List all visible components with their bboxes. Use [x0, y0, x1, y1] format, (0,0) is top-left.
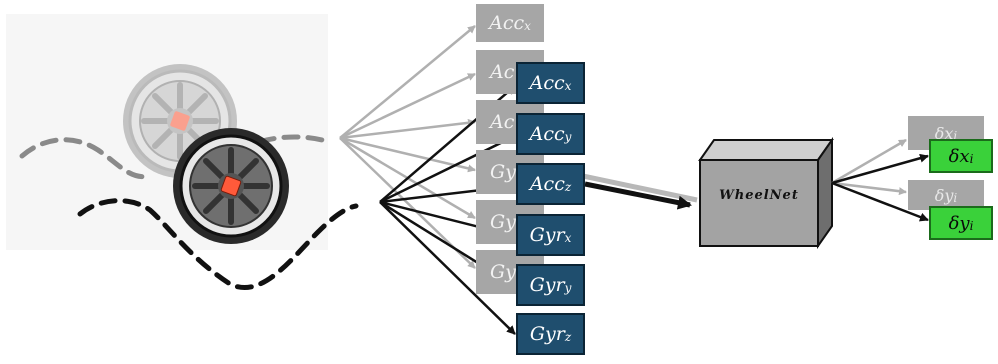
output-subscript: i	[969, 219, 974, 233]
input-label: Acc	[529, 123, 565, 145]
wheelnet-cube	[698, 136, 834, 250]
input-subscript: x	[524, 19, 531, 33]
input-subscript: y	[564, 281, 572, 295]
input-arrow	[584, 181, 692, 210]
input-label: Gy	[490, 211, 516, 233]
input-label: Acc	[489, 12, 525, 34]
input-subscript: z	[564, 330, 572, 344]
input-label: Ac	[490, 61, 515, 83]
input-subscript: x	[564, 231, 572, 245]
previous-trajectory-path	[19, 137, 153, 180]
wheel-icon	[173, 128, 289, 244]
input-label: Ac	[490, 111, 515, 133]
input-subscript: y	[564, 130, 572, 144]
wheel-icon	[123, 64, 237, 178]
output-subscript: i	[953, 191, 958, 205]
output-label: δx	[948, 145, 970, 167]
input-label: Gyr	[529, 323, 565, 345]
output-label: δy	[948, 212, 970, 234]
previous-arrows	[339, 25, 476, 269]
input-subscript: x	[564, 79, 572, 93]
output-label: δy	[934, 185, 954, 205]
input-label: Gy	[490, 161, 516, 183]
output-arrows	[831, 138, 929, 222]
input-label: Acc	[529, 72, 565, 94]
output-label: δx	[934, 123, 954, 143]
current-trajectory-path	[77, 198, 359, 291]
input-label: Gyr	[529, 274, 565, 296]
input-label: Gyr	[529, 224, 565, 246]
input-label: Gy	[490, 261, 516, 283]
input-label: Acc	[529, 173, 565, 195]
output-subscript: i	[953, 129, 958, 143]
wheelnet-label: WheelNet	[719, 188, 799, 203]
input-subscript: z	[564, 180, 572, 194]
output-subscript: i	[969, 152, 974, 166]
